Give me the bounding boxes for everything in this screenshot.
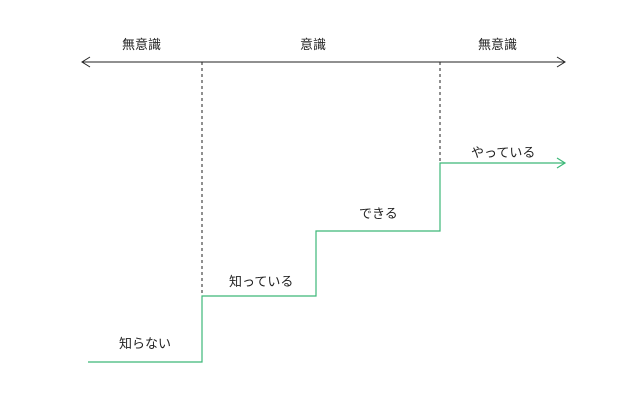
step-label-doing: やっている (471, 146, 536, 161)
step-label-know: 知っている (229, 275, 294, 290)
step-label-dont-know: 知らない (119, 337, 172, 352)
zone-label-unconscious-left: 無意識 (122, 38, 162, 53)
axis-right-arrowhead (556, 56, 566, 68)
zone-label-unconscious-right: 無意識 (478, 38, 518, 53)
staircase-line (88, 162, 565, 363)
staircase-arrowhead (556, 157, 567, 169)
axis-left-arrowhead (81, 56, 91, 68)
zone-label-conscious: 意識 (300, 38, 327, 53)
step-label-can-do: できる (359, 207, 398, 222)
